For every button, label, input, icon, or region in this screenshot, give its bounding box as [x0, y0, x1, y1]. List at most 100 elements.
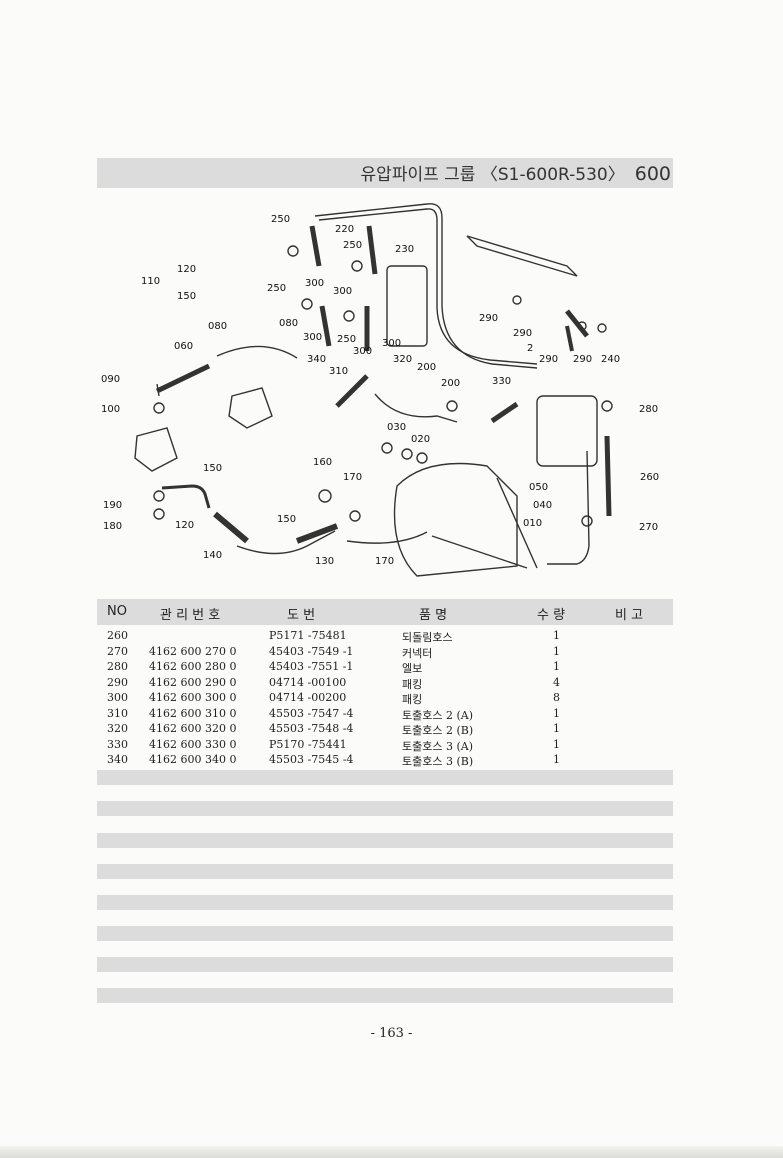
svg-text:060: 060 — [174, 341, 193, 352]
cell-no: 280 — [107, 660, 128, 673]
cell-mgmt: 4162 600 310 0 — [149, 706, 237, 720]
svg-text:150: 150 — [177, 291, 196, 302]
cell-drawing: 04714 -00100 — [269, 675, 347, 689]
col-part-name: 품 명 — [419, 608, 448, 623]
svg-text:300: 300 — [382, 338, 401, 349]
page-edge-shadow — [0, 1146, 783, 1158]
svg-text:230: 230 — [395, 244, 414, 255]
table-stripe — [97, 926, 673, 941]
cell-name: 토출호스 3 (A) — [402, 739, 473, 753]
svg-text:120: 120 — [175, 520, 194, 531]
cell-drawing: 45403 -7549 -1 — [269, 644, 354, 658]
parts-diagram: 250 220 250 230 110 120 150 250 300 300 … — [97, 196, 677, 596]
table-row: 290 4162 600 290 0 04714 -00100 패킹 4 — [97, 675, 673, 691]
svg-text:290: 290 — [573, 354, 592, 365]
cell-drawing: 45403 -7551 -1 — [269, 660, 354, 673]
svg-text:180: 180 — [103, 521, 122, 532]
cell-qty: 1 — [553, 722, 560, 735]
svg-text:170: 170 — [343, 472, 362, 483]
svg-text:280: 280 — [639, 404, 658, 415]
svg-text:130: 130 — [315, 556, 334, 567]
cell-mgmt: 4162 600 340 0 — [149, 753, 237, 766]
cell-no: 320 — [107, 722, 128, 735]
svg-text:050: 050 — [529, 482, 548, 493]
svg-text:200: 200 — [441, 378, 460, 389]
group-title: 유압파이프 그룹 〈S1-600R-530〉 — [360, 165, 625, 185]
exploded-view-drawing: 250 220 250 230 110 120 150 250 300 300 … — [101, 203, 659, 577]
svg-text:2: 2 — [527, 343, 533, 354]
col-drawing-number: 도 번 — [287, 608, 316, 623]
svg-text:310: 310 — [329, 366, 348, 377]
cell-qty: 1 — [553, 660, 560, 673]
cell-qty: 1 — [553, 753, 560, 766]
cell-mgmt: 4162 600 290 0 — [149, 675, 237, 689]
svg-text:240: 240 — [601, 354, 620, 365]
svg-text:030: 030 — [387, 422, 406, 433]
svg-text:300: 300 — [305, 278, 324, 289]
svg-text:080: 080 — [208, 321, 227, 332]
svg-text:330: 330 — [492, 376, 511, 387]
svg-text:250: 250 — [337, 334, 356, 345]
table-row: 300 4162 600 300 0 04714 -00200 패킹 8 — [97, 690, 673, 706]
cell-name: 토출호스 3 (B) — [402, 755, 474, 768]
table-row: 260 P5171 -75481 되돌림호스 1 — [97, 628, 673, 644]
table-row: 280 4162 600 280 0 45403 -7551 -1 엘보 1 — [97, 659, 673, 675]
svg-text:020: 020 — [411, 434, 430, 445]
cell-mgmt: 4162 600 320 0 — [149, 722, 237, 735]
svg-text:220: 220 — [335, 224, 354, 235]
svg-text:170: 170 — [375, 556, 394, 567]
cell-qty: 8 — [553, 691, 560, 704]
svg-text:150: 150 — [203, 463, 222, 474]
svg-text:300: 300 — [303, 332, 322, 343]
svg-text:010: 010 — [523, 518, 542, 529]
cell-drawing: 45503 -7548 -4 — [269, 722, 354, 735]
cell-no: 300 — [107, 691, 128, 704]
cell-qty: 1 — [553, 706, 560, 720]
cell-name: 토출호스 2 (B) — [402, 724, 474, 737]
svg-text:290: 290 — [479, 313, 498, 324]
cell-drawing: P5170 -75441 — [269, 737, 347, 751]
svg-text:320: 320 — [393, 354, 412, 365]
svg-text:300: 300 — [333, 286, 352, 297]
cell-name: 엘보 — [402, 662, 423, 675]
cell-mgmt: 4162 600 270 0 — [149, 644, 237, 658]
svg-text:090: 090 — [101, 374, 120, 385]
table-stripe — [97, 864, 673, 879]
svg-text:080: 080 — [279, 318, 298, 329]
parts-table-header: NO 관 리 번 호 도 번 품 명 수 량 비 고 — [97, 599, 673, 625]
svg-text:290: 290 — [539, 354, 558, 365]
cell-name: 패킹 — [402, 677, 423, 691]
cell-drawing: P5171 -75481 — [269, 629, 347, 642]
header-bar — [97, 158, 673, 188]
svg-text:340: 340 — [307, 354, 326, 365]
col-no: NO — [107, 604, 127, 619]
table-stripe — [97, 957, 673, 972]
page-title: 유압파이프 그룹 〈S1-600R-530〉 600 — [361, 160, 671, 185]
cell-name: 패킹 — [402, 693, 423, 706]
svg-text:260: 260 — [640, 472, 659, 483]
table-stripe — [97, 895, 673, 910]
cell-qty: 4 — [553, 675, 560, 689]
model-number: 600 — [634, 163, 671, 185]
cell-name: 되돌림호스 — [402, 631, 453, 644]
cell-no: 330 — [107, 737, 128, 751]
cell-qty: 1 — [553, 644, 560, 658]
cell-drawing: 45503 -7545 -4 — [269, 753, 354, 766]
col-quantity: 수 량 — [537, 608, 566, 623]
cell-qty: 1 — [553, 629, 560, 642]
cell-no: 290 — [107, 675, 128, 689]
svg-text:250: 250 — [343, 240, 362, 251]
svg-text:250: 250 — [267, 283, 286, 294]
cell-no: 260 — [107, 629, 128, 642]
cell-no: 270 — [107, 644, 128, 658]
cell-mgmt: 4162 600 280 0 — [149, 660, 237, 673]
col-note: 비 고 — [615, 608, 644, 623]
cell-mgmt: 4162 600 300 0 — [149, 691, 237, 704]
cell-no: 310 — [107, 706, 128, 720]
cell-drawing: 04714 -00200 — [269, 691, 347, 704]
page-number: - 163 - — [370, 1026, 413, 1041]
svg-text:040: 040 — [533, 500, 552, 511]
parts-table-body: 260 P5171 -75481 되돌림호스 1 270 4162 600 270 0 45… — [97, 628, 673, 768]
